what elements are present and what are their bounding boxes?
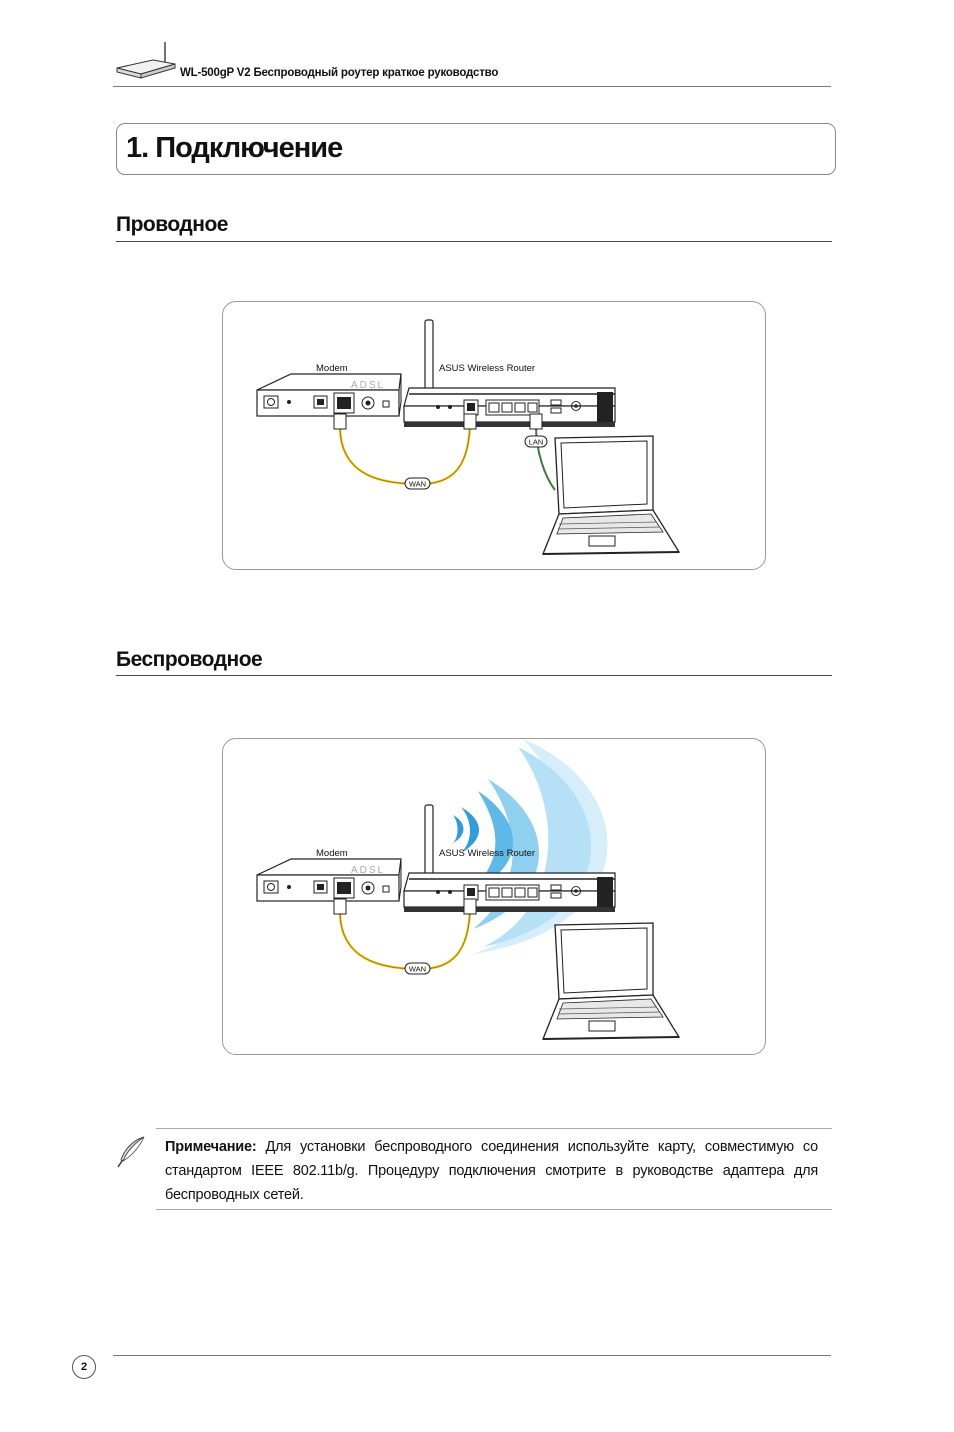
wan-tag <box>404 962 431 975</box>
modem-illustration: ADSL <box>256 858 402 902</box>
router-illustration <box>403 804 616 912</box>
wan-label: WAN <box>409 480 426 489</box>
wan-cable <box>338 425 472 486</box>
section-title-wireless: Беспроводное <box>116 648 263 671</box>
footer-divider <box>113 1355 831 1356</box>
wireless-connection-diagram: ADSL Modem ASUS Wireless Router <box>222 738 766 1055</box>
wan-label: WAN <box>409 965 426 974</box>
chapter-title: 1. Подключение <box>126 132 343 164</box>
modem-illustration: ADSL <box>256 373 402 417</box>
chapter-box <box>116 123 836 175</box>
router-label: ASUS Wireless Router <box>439 848 535 859</box>
note-paragraph: Примечание: Для установки беспроводного … <box>165 1135 818 1207</box>
note-body: Для установки беспроводного соединения и… <box>165 1139 818 1203</box>
wireless-diagram-svg: ADSL Modem ASUS Wireless Router <box>256 739 681 1040</box>
feather-pen-icon <box>117 1136 145 1168</box>
wan-cable <box>338 910 472 971</box>
lan-label: LAN <box>529 438 544 447</box>
wired-diagram-svg: ADSL Modem ASUS Wireless Router <box>256 319 681 555</box>
modem-brand: ADSL <box>351 865 385 876</box>
note-top-rule <box>156 1128 832 1129</box>
section-divider-wired <box>116 241 832 242</box>
header-title: WL-500gP V2 Беспроводный роутер краткое … <box>180 67 499 79</box>
page-number: 2 <box>72 1355 96 1379</box>
wireless-signal-waves <box>453 739 608 954</box>
modem-label: Modem <box>316 848 348 859</box>
router-illustration <box>403 319 616 427</box>
router-icon <box>116 42 176 79</box>
header-divider <box>113 86 831 87</box>
wired-connection-diagram: ADSL Modem ASUS Wireless Router <box>222 301 766 570</box>
modem-label: Modem <box>316 363 348 374</box>
laptop-illustration <box>542 922 681 1040</box>
modem-brand: ADSL <box>351 380 385 391</box>
laptop-illustration <box>542 435 681 555</box>
lan-tag <box>524 435 548 448</box>
wan-tag <box>404 477 431 490</box>
section-divider-wireless <box>116 675 832 676</box>
router-label: ASUS Wireless Router <box>439 363 535 374</box>
section-title-wired: Проводное <box>116 213 228 236</box>
note-label: Примечание: <box>165 1139 257 1155</box>
lan-cable <box>535 425 556 491</box>
note-bottom-rule <box>156 1209 832 1210</box>
